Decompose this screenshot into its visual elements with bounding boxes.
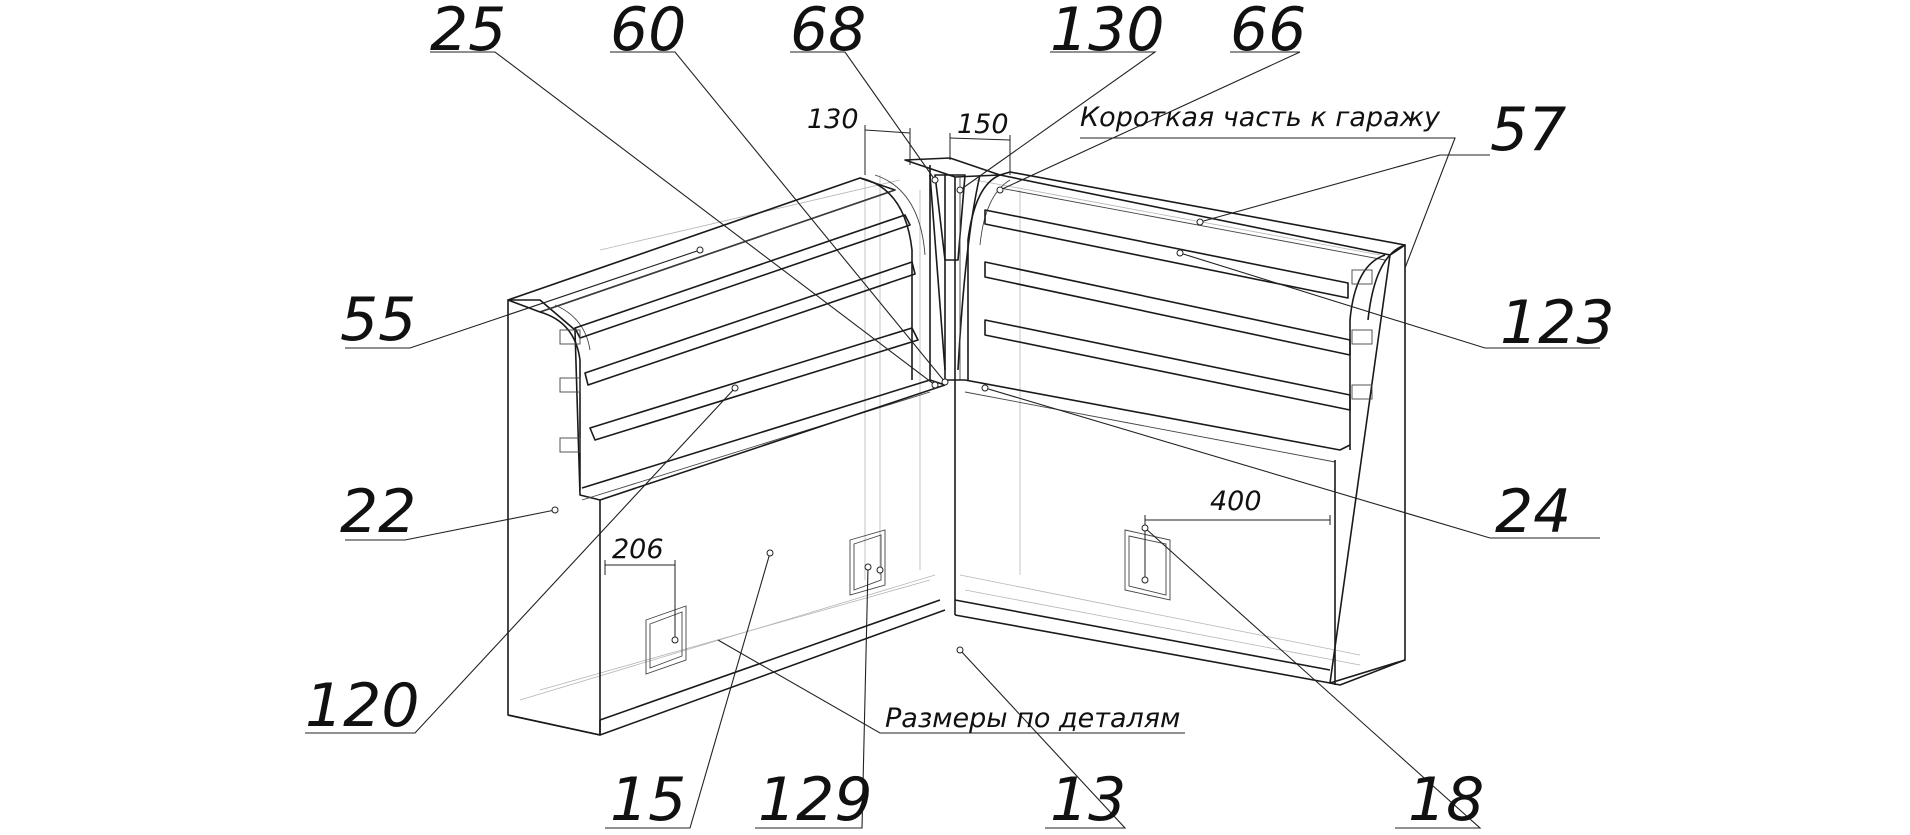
note-garage: Короткая часть к гаражу xyxy=(1080,102,1441,133)
left-rail-1 xyxy=(574,214,911,339)
anchor-dots xyxy=(551,176,1204,654)
callout-22: 22 xyxy=(340,477,416,547)
left-base-bottom xyxy=(599,599,941,735)
callout-68: 68 xyxy=(790,0,866,65)
right-rail-2 xyxy=(984,261,1351,356)
callout-15: 15 xyxy=(610,765,686,835)
right-rail-3 xyxy=(984,319,1351,411)
right-hatch xyxy=(1124,529,1171,601)
notes: Короткая часть к гаражу Размеры по детал… xyxy=(885,102,1441,734)
dim-400: 400 xyxy=(1210,486,1262,517)
left-top-panel xyxy=(507,177,896,313)
callout-18: 18 xyxy=(1408,765,1484,835)
dim-150: 150 xyxy=(957,109,1009,140)
dimension-lines xyxy=(604,125,1331,640)
right-shelf-bottom xyxy=(964,379,1351,451)
callout-13: 13 xyxy=(1050,765,1126,835)
right-end-panel xyxy=(1329,244,1406,686)
corner-post xyxy=(904,157,1001,615)
left-rail-3 xyxy=(589,327,919,441)
callout-66: 66 xyxy=(1230,0,1306,65)
right-top-panel xyxy=(999,171,1406,256)
right-base-front xyxy=(954,614,1406,684)
callout-130: 130 xyxy=(1050,0,1165,65)
dimension-labels: 130 150 206 400 xyxy=(612,104,1262,565)
callout-24: 24 xyxy=(1495,477,1571,547)
mid-hatch xyxy=(849,529,886,596)
left-base-front xyxy=(507,609,946,736)
note-sizes: Размеры по деталям xyxy=(885,703,1180,734)
callout-25: 25 xyxy=(430,0,506,65)
left-cabinet xyxy=(507,174,946,736)
callout-123: 123 xyxy=(1500,288,1615,358)
leader-lines xyxy=(305,51,1600,829)
left-hatch xyxy=(645,605,687,675)
left-end-panel xyxy=(507,299,601,736)
right-end-cap xyxy=(1349,254,1386,450)
left-shelf-bottom xyxy=(581,379,946,489)
left-rail-2 xyxy=(584,261,916,386)
right-cabinet xyxy=(954,171,1406,686)
callout-57: 57 xyxy=(1490,95,1566,165)
left-end-cap xyxy=(539,311,581,490)
callout-labels: 25 60 68 130 66 57 55 123 22 24 120 15 1… xyxy=(305,0,1615,835)
left-right-cap xyxy=(859,177,913,380)
hidden-lines xyxy=(519,175,1381,701)
dim-206: 206 xyxy=(612,534,664,565)
callout-55: 55 xyxy=(340,285,416,355)
callout-129: 129 xyxy=(758,765,873,835)
right-rail-1 xyxy=(984,209,1349,299)
callout-60: 60 xyxy=(610,0,686,65)
callout-120: 120 xyxy=(305,671,420,741)
right-left-cap xyxy=(967,174,1001,380)
dim-130: 130 xyxy=(807,104,859,135)
